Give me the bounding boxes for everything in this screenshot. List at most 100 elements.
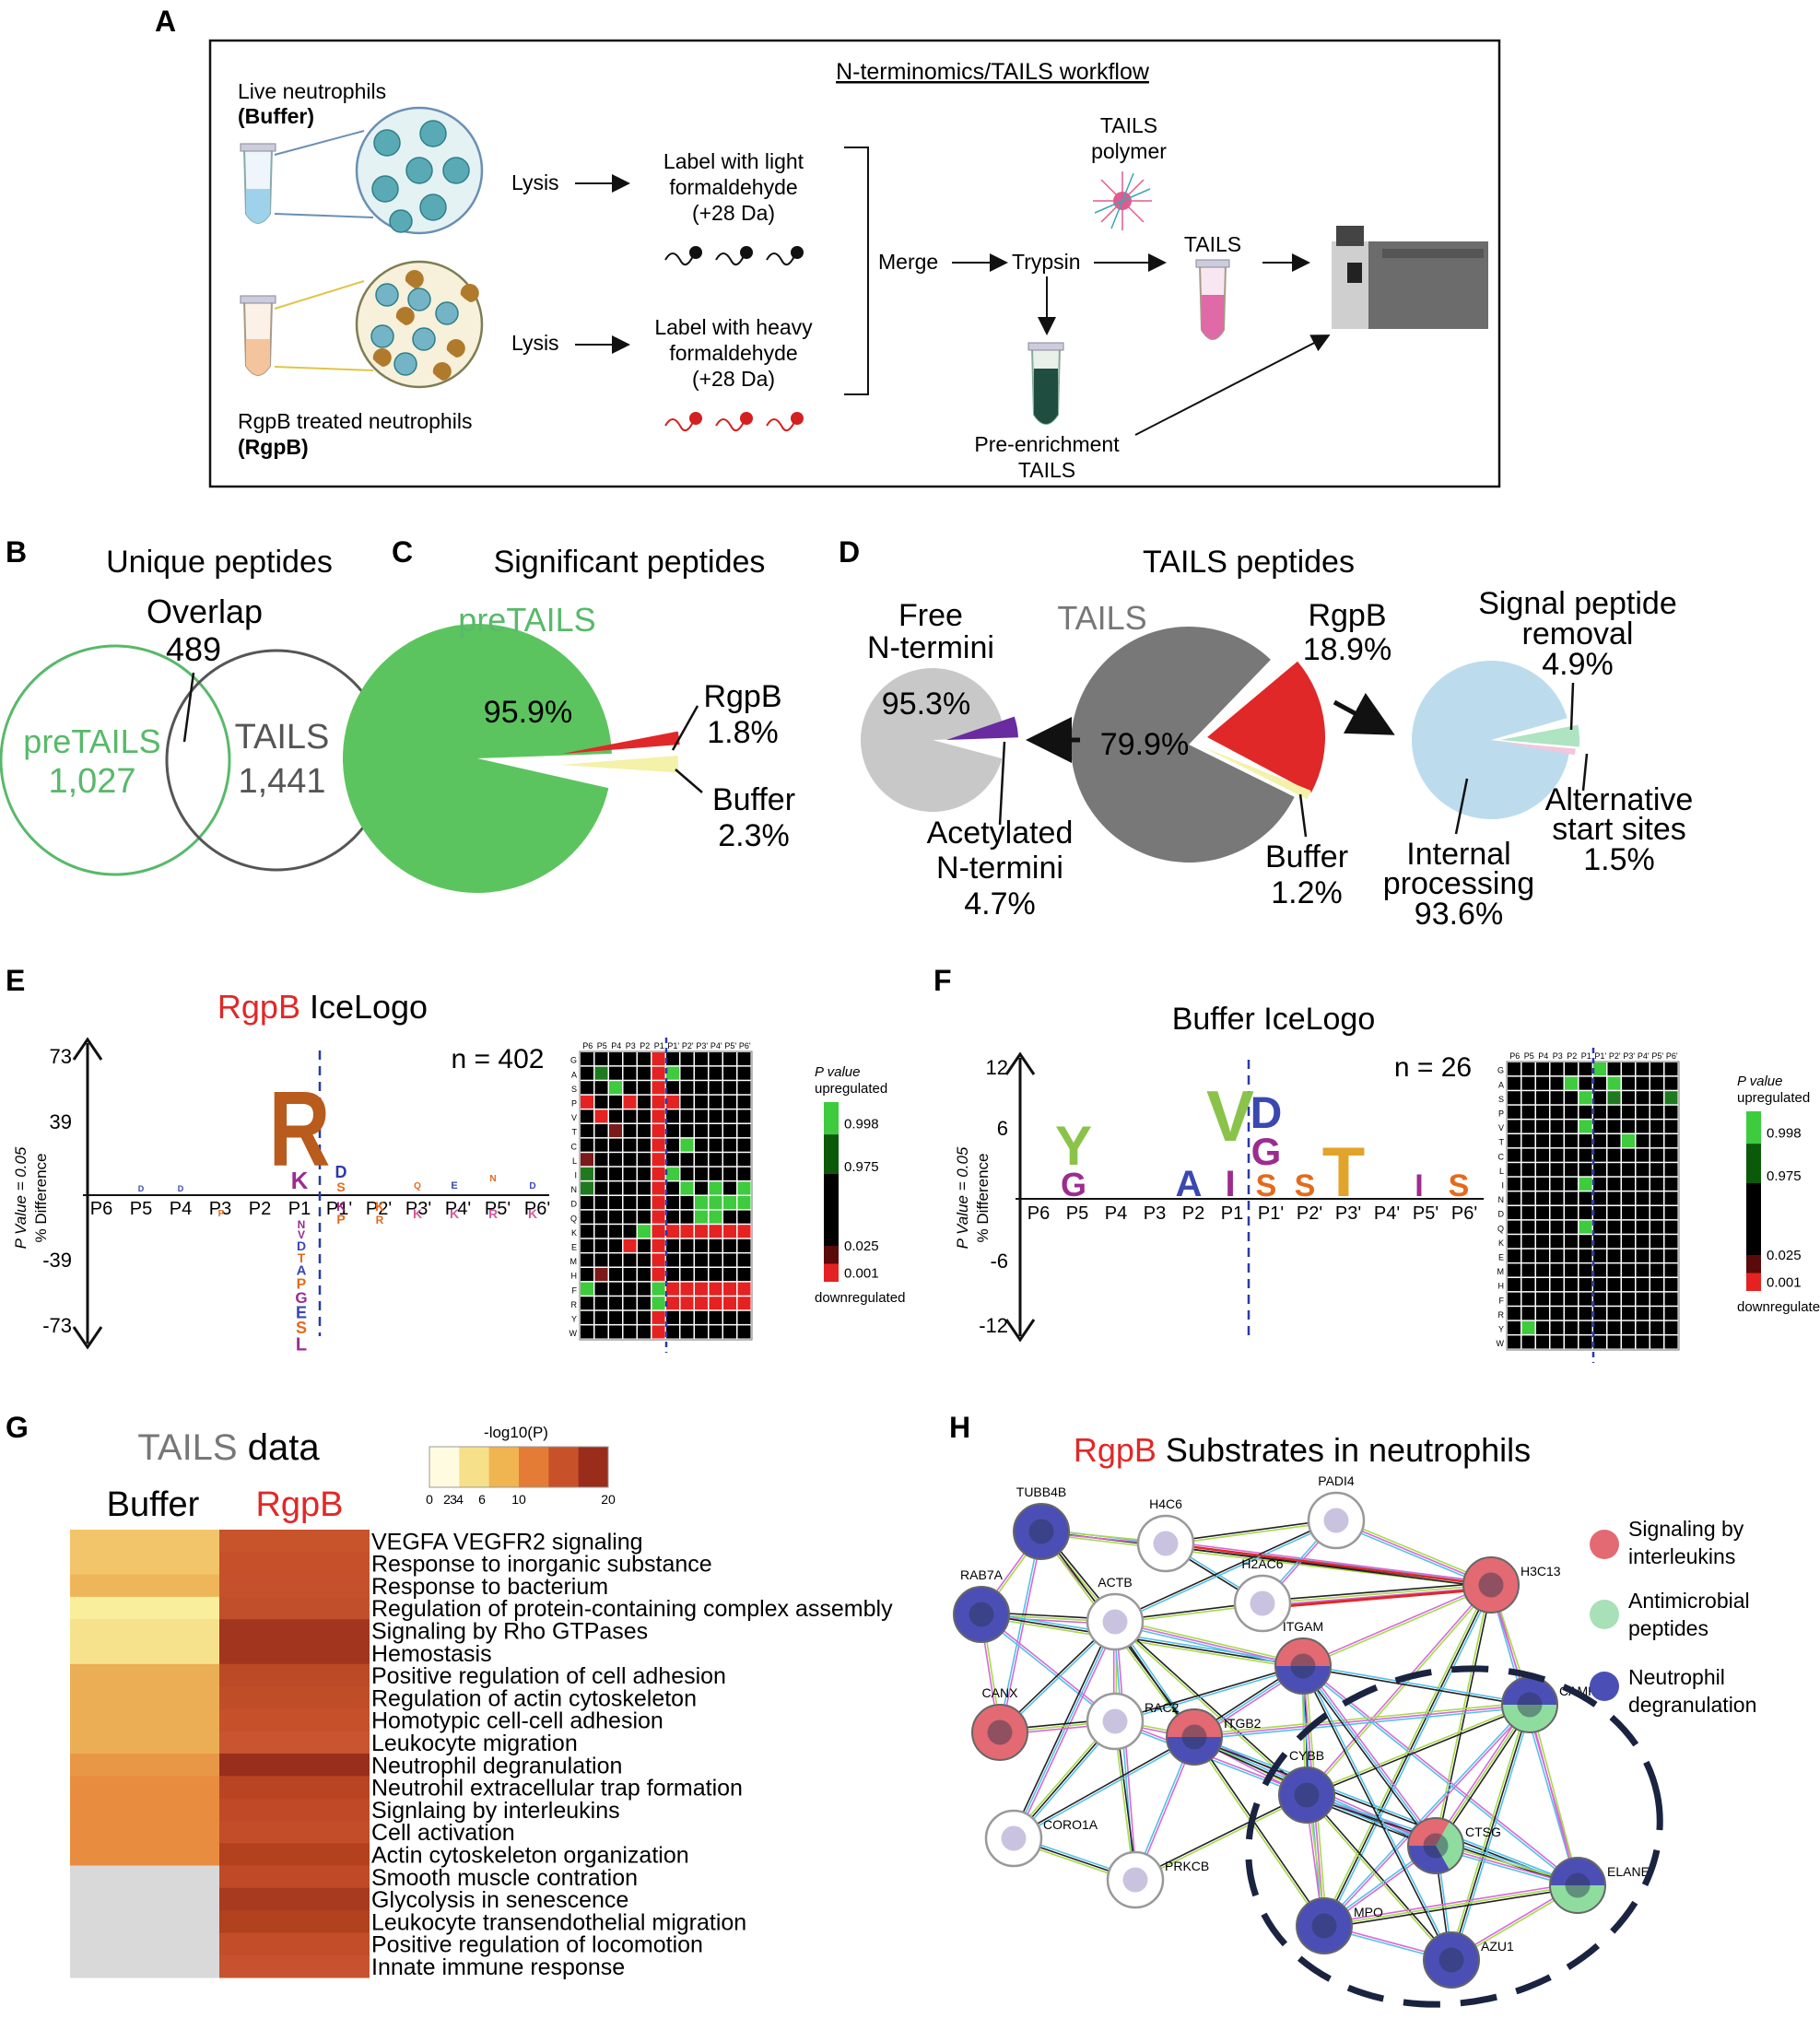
network-edge [1303,1663,1531,1705]
heatmap-g-buffer-cell [70,1865,219,1889]
heatmap-cell [1521,1134,1535,1148]
heatmap-cell [1650,1220,1663,1234]
pie-d-buffer-label: Buffer [1265,839,1348,874]
heatmap-row-label: F [572,1285,578,1295]
heatmap-cell [1508,1091,1521,1105]
heatmap-cell [581,1225,593,1238]
heatmap-g-rgpb-cell [219,1596,370,1620]
icelogo-e-position-8: P3' [405,1199,431,1219]
heatmap-cell [652,1081,665,1095]
heatmap-cell [623,1109,637,1123]
heatmap-row-label: Q [1497,1224,1504,1233]
heatmap-cell [680,1052,694,1066]
heatmap-cell [1664,1134,1678,1148]
heatmap-cell [1550,1076,1564,1090]
panel-e-letter: E [6,964,25,997]
heatmap-cell [638,1153,651,1167]
heatmap-cell [623,1081,637,1095]
heatmap-cell [666,1253,679,1267]
heatmap-g-buffer-cell [70,1954,219,1978]
heatmap-cell [737,1268,751,1282]
pie-c-series-label: preTAILS [458,601,595,639]
network-node-circle [1013,1503,1070,1560]
heatmap-cell [1550,1320,1564,1334]
heatmap-cell [1664,1191,1678,1205]
heatmap-cell [1664,1292,1678,1306]
icelogo-e-position-11: P6' [524,1199,550,1219]
heatmap-cell [1593,1278,1606,1292]
heatmap-cell [1664,1163,1678,1177]
network-node-circle [1296,1897,1353,1954]
heatmap-cell [581,1210,593,1224]
network-node-ring [1549,1857,1606,1914]
heatmap-cell [638,1196,651,1210]
network-edge [1192,1737,1324,1928]
heatmap-cell [1565,1235,1578,1249]
arrow-to-rgpb-breakdown [1333,692,1395,735]
heatmap-cell [737,1310,751,1324]
heatmap-cell [666,1081,679,1095]
heatmap-cell [609,1225,622,1238]
heatmap-cell [1550,1148,1564,1162]
icelogo-e-position-2: P4 [170,1199,192,1219]
scale-frame [429,1446,609,1488]
heatmap-cell [652,1095,665,1109]
workflow-frame [208,39,1501,488]
heatmap-cell [680,1167,694,1180]
heatmap-cell [609,1210,622,1224]
heatmap-cell [581,1081,593,1095]
heatmap-cell [581,1153,593,1167]
heatmap-cell [723,1052,736,1066]
live-neutrophils-label: Live neutrophils [238,79,386,103]
legend-bar-segment [824,1210,839,1246]
heatmap-cell [1622,1278,1635,1292]
network-edge [1165,1544,1491,1589]
heatmap-cell [666,1225,679,1238]
heatmap-cell [609,1066,622,1080]
heatmap-cell [581,1109,593,1123]
heatmap-cell [1521,1235,1535,1249]
icelogo-e-position-3: P3 [209,1199,231,1219]
legend-tick: 0.025 [844,1238,879,1254]
network-edge [1114,1623,1303,1670]
heatmap-cell [594,1066,608,1080]
network-edge [1305,1583,1491,1795]
heatmap-cell [1521,1120,1535,1133]
heatmap-cell [1536,1177,1549,1191]
icelogo-f-position-6: P1' [1258,1203,1284,1224]
heatmap-cell [709,1196,722,1210]
heatmap-cell [594,1325,608,1339]
pie-d-alt-pct: 1.5% [1583,842,1655,877]
network-edge [1433,1584,1491,1846]
heatmap-cell [1636,1076,1650,1090]
svg-text:K: K [528,1206,537,1221]
heatmap-cell [1508,1134,1521,1148]
panel-a: A N-terminomics/TAILS workflow Live neut… [155,5,1501,488]
heatmap-cell [638,1109,651,1123]
network-node-segment [1167,1737,1222,1765]
heatmap-cell [1650,1120,1663,1133]
heatmap-col-label: P2' [682,1041,694,1050]
legend-item-2-line-1: Antimicrobial [1628,1589,1750,1613]
legend-bar-segment [1746,1255,1761,1273]
heatmap-cell [1536,1105,1549,1119]
heatmap-cell [695,1297,708,1310]
heatmap-cell [723,1238,736,1252]
heatmap-cell [1579,1307,1592,1320]
heatmap-cell [1607,1163,1621,1177]
heatmap-cell [1550,1235,1564,1249]
network-edge [997,1531,1041,1732]
heatmap-cell [1622,1292,1635,1306]
heatmap-g-rgpb-cell [219,1954,370,1978]
heatmap-cell [723,1210,736,1224]
pie-d-free-label-1: Free [898,598,963,633]
legend-tick: 0.025 [1767,1248,1802,1263]
light-peptides-icon [664,246,804,266]
heatmap-cell [652,1109,665,1123]
heatmap-row-label: G [1497,1066,1504,1075]
heatmap-cell [594,1210,608,1224]
heatmap-cell [1536,1120,1549,1133]
heatmap-cell [594,1225,608,1238]
network-edge [1324,1705,1532,1928]
merge-label: Merge [878,250,938,274]
